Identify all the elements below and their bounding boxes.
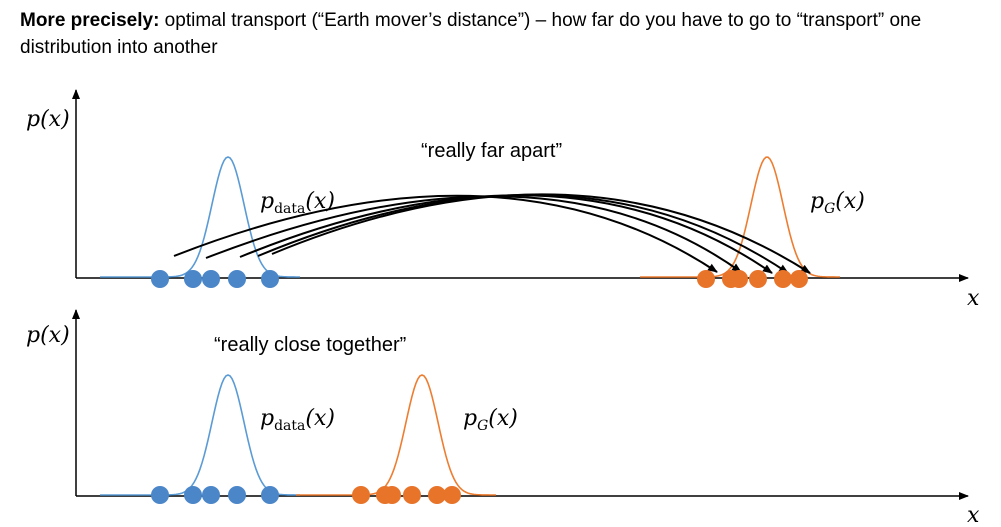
gen-sample-point — [428, 486, 446, 504]
bottom-y-axis-label: p(x) — [26, 323, 70, 348]
top-gen-points — [697, 270, 808, 288]
top-data-label: pdata(x) — [260, 189, 335, 217]
data-sample-point — [261, 486, 279, 504]
top-data-density-curve — [100, 156, 301, 278]
bottom-panel: p(x) x “really close together” pdata(x) … — [26, 309, 980, 527]
gen-sample-point — [790, 270, 808, 288]
transport-arrow — [205, 195, 742, 273]
data-sample-point — [184, 270, 202, 288]
data-sample-point — [202, 270, 220, 288]
gen-sample-point — [774, 270, 792, 288]
bottom-gen-points — [352, 486, 461, 504]
top-data-points — [151, 270, 279, 288]
gen-sample-point — [352, 486, 370, 504]
transport-arrow — [271, 193, 811, 274]
top-gen-density-curve — [640, 156, 841, 278]
data-sample-point — [228, 270, 246, 288]
bottom-gen-label: pG(x) — [463, 406, 518, 434]
data-sample-point — [151, 270, 169, 288]
data-sample-point — [151, 486, 169, 504]
data-sample-point — [261, 270, 279, 288]
data-sample-point — [228, 486, 246, 504]
top-gen-label: pG(x) — [810, 189, 865, 217]
bottom-x-axis-label: x — [967, 503, 980, 527]
bottom-caption: “really close together” — [214, 334, 406, 356]
bottom-data-points — [151, 486, 279, 504]
gen-sample-point — [443, 486, 461, 504]
gen-sample-point — [749, 270, 767, 288]
gen-sample-point — [697, 270, 715, 288]
gen-sample-point — [403, 486, 421, 504]
heading-bold: More precisely: — [20, 10, 160, 31]
bottom-gen-density-curve — [296, 374, 496, 496]
slide-heading: More precisely: optimal transport (“Eart… — [20, 7, 980, 61]
bottom-data-label: pdata(x) — [260, 406, 335, 434]
top-y-axis-label: p(x) — [26, 107, 70, 132]
data-sample-point — [184, 486, 202, 504]
top-caption: “really far apart” — [421, 140, 562, 162]
heading-text: optimal transport (“Earth mover’s distan… — [20, 10, 922, 58]
transport-arrows — [173, 193, 811, 274]
top-panel: p(x) x “really far apart” pdata — [26, 89, 980, 311]
bottom-data-density-curve — [100, 374, 301, 496]
data-sample-point — [202, 486, 220, 504]
gen-sample-point — [383, 486, 401, 504]
top-x-axis-label: x — [967, 286, 980, 311]
gen-sample-point — [730, 270, 748, 288]
